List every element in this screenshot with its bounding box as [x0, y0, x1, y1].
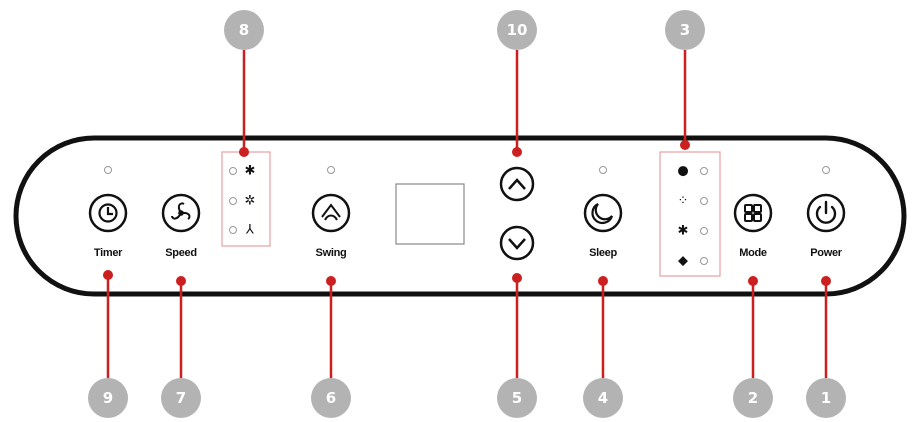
callout-9-number: 9: [103, 389, 113, 407]
chevron-down-icon: [508, 238, 526, 250]
fan-mode-icon: ◆: [678, 254, 688, 269]
power-icon: [815, 200, 837, 224]
speed-indicator-high: ✱: [229, 164, 256, 179]
up-button[interactable]: [499, 166, 535, 202]
callout-10-number: 10: [507, 21, 528, 39]
callout-3-number: 3: [680, 21, 690, 39]
swing-label: Swing: [316, 247, 347, 259]
callout-8: 8: [224, 10, 264, 50]
medium-fan-icon: ✲: [245, 194, 256, 209]
leader-dot-6: [326, 276, 336, 286]
power-label: Power: [810, 247, 843, 259]
leader-dot-8: [239, 147, 249, 157]
sleep-led: [599, 166, 607, 174]
sleep-button[interactable]: Sleep: [583, 193, 623, 259]
callout-10: 10: [497, 10, 537, 50]
leader-dot-7: [176, 276, 186, 286]
speed-indicator-medium: ✲: [229, 194, 256, 209]
speed-button[interactable]: Speed: [161, 193, 201, 259]
leader-dot-2: [748, 276, 758, 286]
leader-dot-10: [512, 147, 522, 157]
callout-1-number: 1: [821, 389, 831, 407]
timer-led: [104, 166, 112, 174]
mode-indicator-cool: ✱: [678, 224, 708, 239]
sleep-label: Sleep: [589, 247, 617, 259]
leader-dot-1: [821, 276, 831, 286]
dry-icon: ⁘: [678, 194, 689, 209]
power-button[interactable]: Power: [806, 193, 846, 259]
control-panel-body: [13, 135, 907, 297]
timer-button[interactable]: Timer: [88, 193, 128, 259]
mode-button[interactable]: Mode: [733, 193, 773, 259]
callout-2-number: 2: [748, 389, 758, 407]
callout-2: 2: [733, 378, 773, 418]
callout-1: 1: [806, 378, 846, 418]
swing-led: [327, 166, 335, 174]
callout-7-number: 7: [176, 389, 186, 407]
callout-8-number: 8: [239, 21, 249, 39]
down-button[interactable]: [499, 225, 535, 261]
callout-4: 4: [583, 378, 623, 418]
mode-label: Mode: [739, 247, 767, 259]
callout-5-number: 5: [512, 389, 522, 407]
speed-indicator-low: ⅄: [229, 223, 254, 238]
mode-indicator-dry: ⁘: [678, 194, 708, 209]
low-fan-icon: ⅄: [245, 223, 254, 238]
leader-dot-4: [598, 276, 608, 286]
mode-indicator-fan: ◆: [678, 254, 708, 269]
mode-indicator-heat: ●: [677, 164, 708, 179]
high-fan-icon: ✱: [245, 164, 256, 179]
callout-4-number: 4: [598, 389, 608, 407]
callout-6-number: 6: [326, 389, 336, 407]
leader-dot-9: [103, 270, 113, 280]
callout-9: 9: [88, 378, 128, 418]
speed-label: Speed: [165, 247, 197, 259]
leader-dot-5: [512, 273, 522, 283]
callout-6: 6: [311, 378, 351, 418]
power-led: [822, 166, 830, 174]
clock-icon: [98, 203, 118, 223]
callout-7: 7: [161, 378, 201, 418]
callout-3: 3: [665, 10, 705, 50]
swing-button[interactable]: Swing: [311, 193, 351, 259]
display-window: [395, 183, 465, 245]
callout-5: 5: [497, 378, 537, 418]
leader-dot-3: [680, 140, 690, 150]
fan-icon: [171, 202, 191, 220]
grid-icon: [744, 204, 762, 222]
heat-icon: ●: [677, 164, 688, 179]
cool-icon: ✱: [678, 224, 689, 239]
mode-indicator-box: [659, 151, 721, 277]
chevron-up-icon: [508, 178, 526, 190]
swing-icon: [321, 203, 341, 221]
moon-icon: [591, 203, 614, 225]
timer-label: Timer: [94, 247, 123, 259]
